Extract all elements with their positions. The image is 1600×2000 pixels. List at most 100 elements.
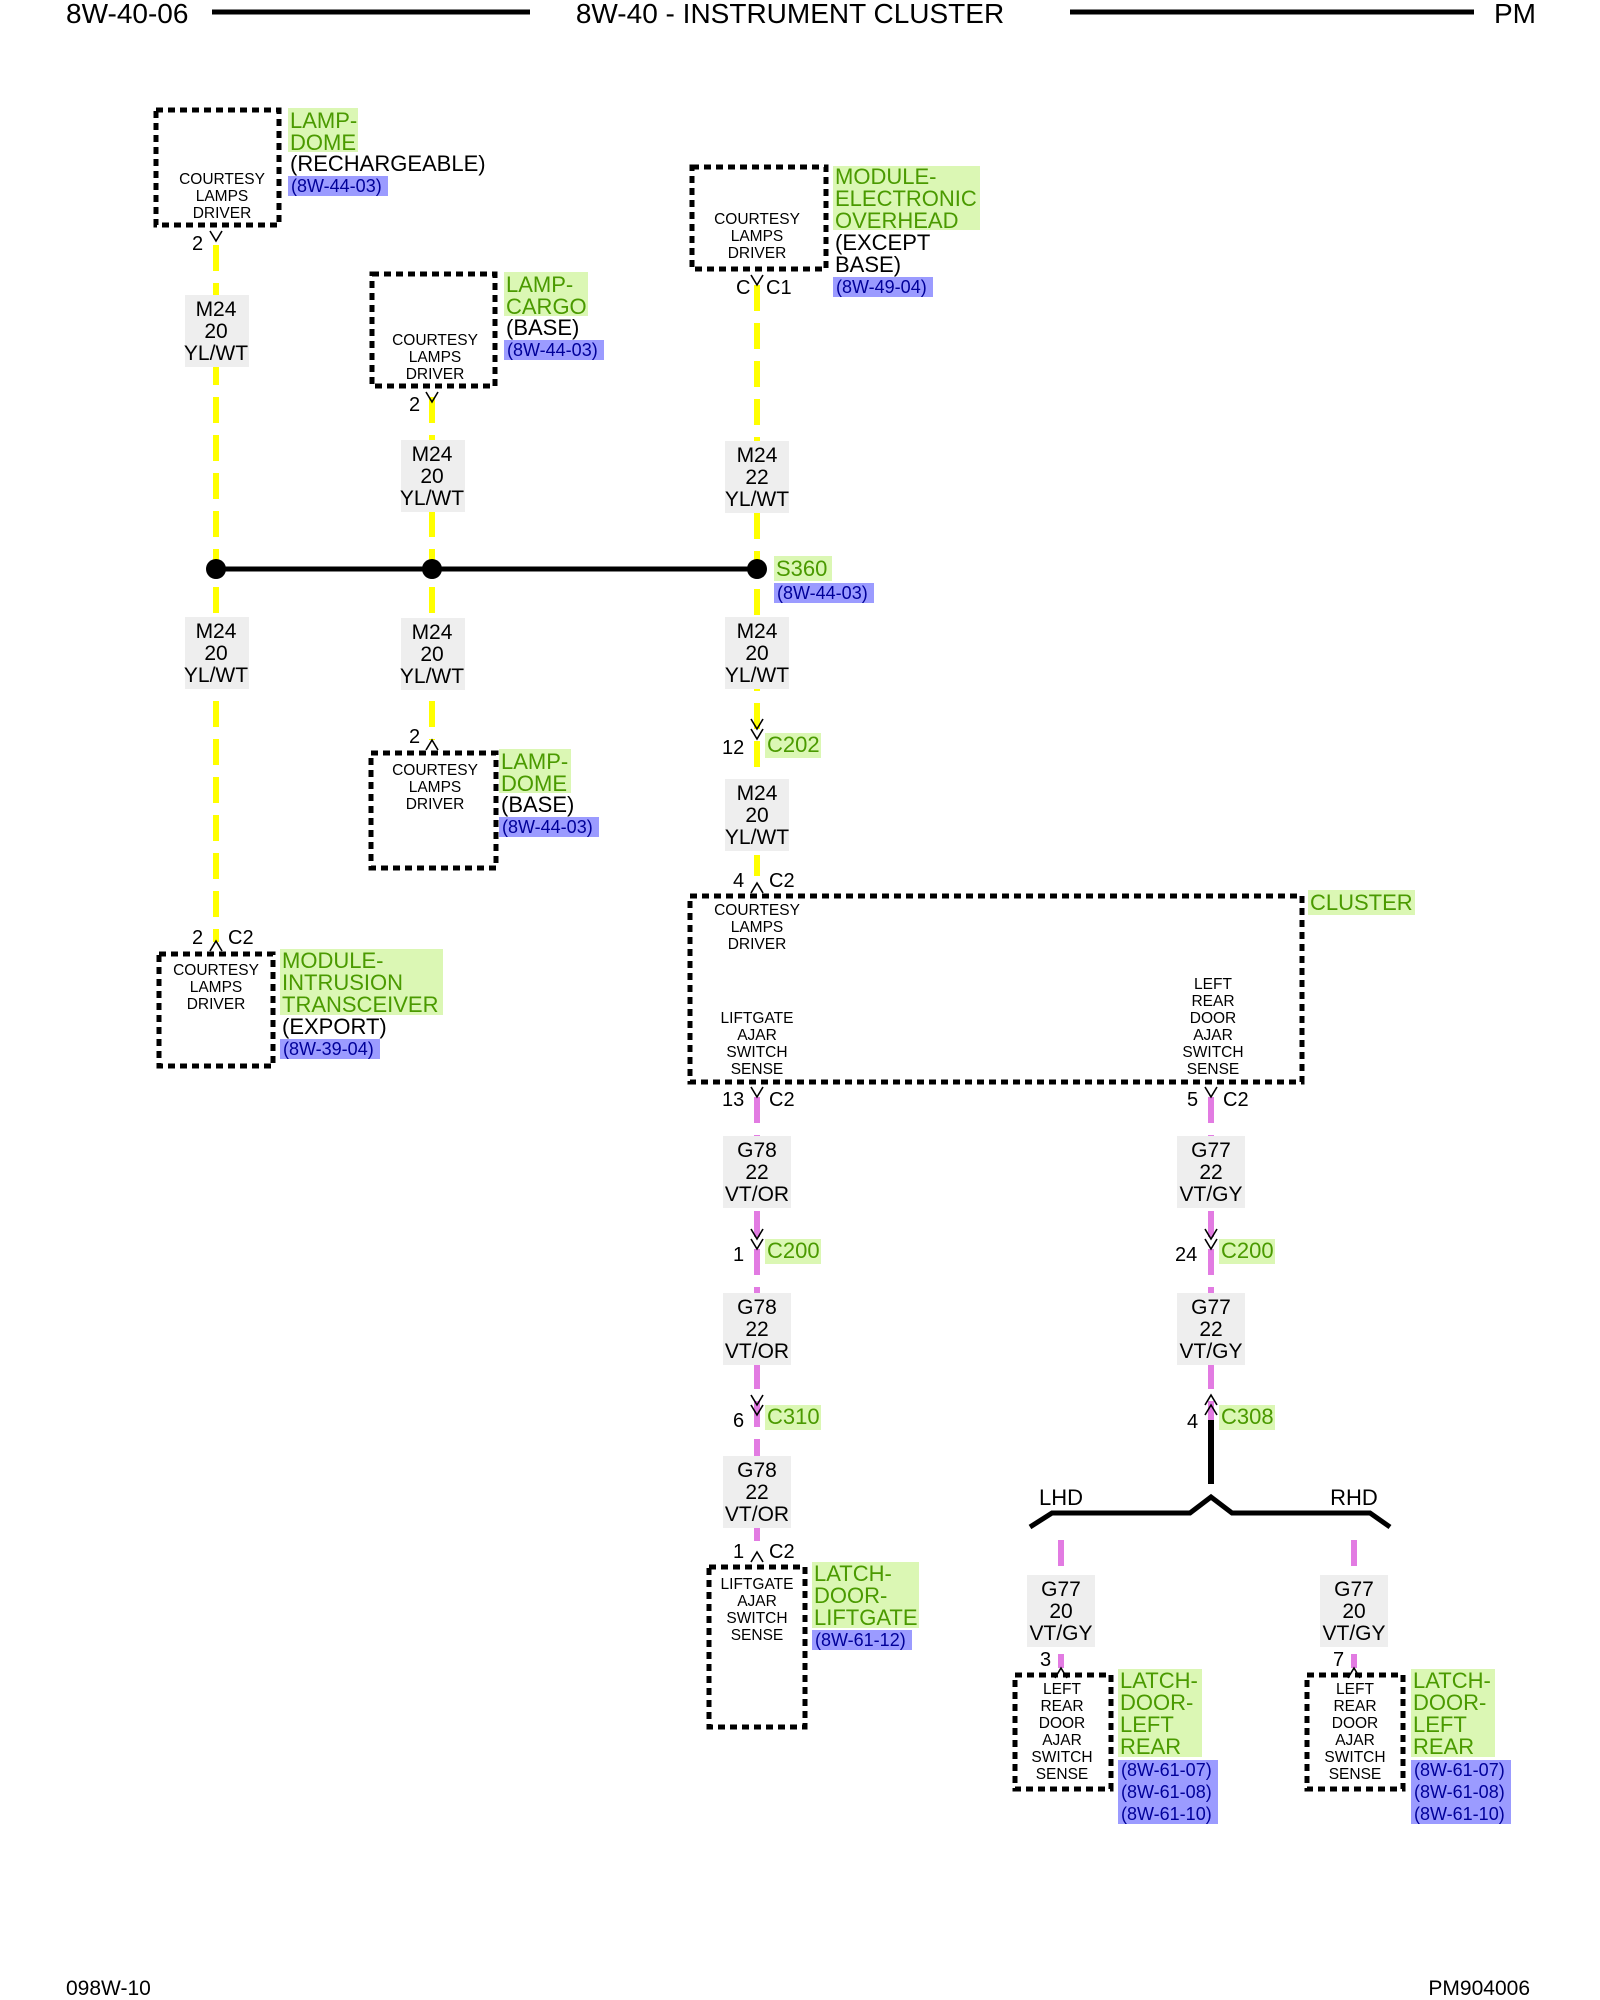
reference-link[interactable]: (8W-44-03): [502, 817, 593, 837]
svg-text:AJAR: AJAR: [737, 1027, 777, 1044]
pin-number: 1: [733, 1541, 744, 1563]
wire-label: G77 20 VT/GY: [1027, 1575, 1095, 1647]
reference-link[interactable]: (8W-44-03): [291, 176, 382, 196]
pin-number: C: [736, 277, 750, 299]
connector-name-bg: [1219, 1405, 1275, 1430]
reference-bg: [812, 1630, 912, 1650]
wire-label: G77 22 VT/GY: [1177, 1136, 1245, 1208]
reference-link[interactable]: (8W-61-08): [1121, 1782, 1212, 1802]
svg-text:SWITCH: SWITCH: [726, 1610, 787, 1627]
wire-label: G78 22 VT/OR: [723, 1293, 791, 1365]
reference-link[interactable]: (8W-61-10): [1414, 1804, 1505, 1824]
component-name: TRANSCEIVER: [282, 992, 438, 1017]
component-latch-door-left-rear-lhd: 3 LEFT REAR DOOR AJAR SWITCH SENSE LATCH…: [1012, 1649, 1218, 1824]
svg-text:YL/WT: YL/WT: [725, 664, 789, 687]
svg-text:DRIVER: DRIVER: [728, 936, 787, 953]
svg-text:COURTESY: COURTESY: [179, 171, 265, 188]
variant-lhd-label: LHD: [1039, 1485, 1083, 1510]
svg-text:LAMPS: LAMPS: [731, 228, 784, 245]
connector-name: C202: [767, 732, 820, 757]
svg-text:LEFT: LEFT: [1336, 1681, 1374, 1698]
component-name: LIFTGATE: [814, 1605, 918, 1630]
component-cluster: 4 C2 COURTESY LAMPS DRIVER LIFTGATE AJAR…: [687, 870, 1415, 1111]
svg-text:YL/WT: YL/WT: [184, 664, 248, 687]
reference-link[interactable]: (8W-39-04): [283, 1039, 374, 1059]
svg-text:M24: M24: [737, 782, 778, 805]
reference-link[interactable]: (8W-61-07): [1121, 1760, 1212, 1780]
wire-label: G78 22 VT/OR: [723, 1456, 791, 1528]
component-note: (EXCEPT: [835, 230, 930, 255]
inline-connector-c200-right: 24 C200: [1175, 1228, 1275, 1266]
wire-label: M24 20 YL/WT: [725, 779, 789, 851]
component-name: LAMP-: [290, 108, 357, 133]
reference-link[interactable]: (8W-44-03): [507, 340, 598, 360]
svg-text:22: 22: [745, 1161, 768, 1184]
component-box: [687, 893, 1305, 1085]
reference-bg: [499, 817, 599, 837]
component-lamp-cargo: COURTESY LAMPS DRIVER 2 LAMP- CARGO (BAS…: [369, 271, 604, 416]
component-module-intrusion-transceiver: 2 C2 COURTESY LAMPS DRIVER MODULE- INTRU…: [156, 927, 443, 1069]
reference-link[interactable]: (8W-61-10): [1121, 1804, 1212, 1824]
lhd-rhd-branch: LHD RHD: [1028, 1420, 1392, 1530]
component-name-bg: [1411, 1669, 1495, 1757]
wire-label: M24 20 YL/WT: [184, 295, 249, 367]
connector-id: C2: [769, 1089, 795, 1111]
component-box: [1304, 1672, 1406, 1792]
svg-text:SENSE: SENSE: [731, 1627, 784, 1644]
svg-text:COURTESY: COURTESY: [714, 211, 800, 228]
svg-text:AJAR: AJAR: [1042, 1732, 1082, 1749]
component-name: REAR: [1120, 1734, 1181, 1759]
page-footer: 098W-10 PM904006: [66, 1977, 1530, 2000]
page-code: 8W-40-06: [66, 0, 188, 29]
wire-label: M24 20 YL/WT: [725, 617, 789, 689]
pin-number: 3: [1040, 1649, 1051, 1671]
pin-number: 24: [1175, 1244, 1197, 1266]
pin-number: 4: [1187, 1411, 1198, 1433]
svg-text:SENSE: SENSE: [1329, 1766, 1382, 1783]
wire-label: M24 20 YL/WT: [400, 618, 465, 690]
svg-text:DRIVER: DRIVER: [728, 245, 787, 262]
svg-text:G77: G77: [1334, 1578, 1374, 1601]
component-name: LAMP-: [506, 272, 573, 297]
component-box: [156, 951, 276, 1069]
connector-male-icon: [209, 939, 223, 952]
component-name: LAMP-: [501, 749, 568, 774]
wire-label: G77 22 VT/GY: [1177, 1293, 1245, 1365]
svg-text:LIFTGATE: LIFTGATE: [721, 1010, 794, 1027]
svg-text:SWITCH: SWITCH: [1031, 1749, 1092, 1766]
reference-link[interactable]: (8W-49-04): [836, 277, 927, 297]
reference-bg: [1411, 1760, 1511, 1824]
component-name: CLUSTER: [1310, 890, 1413, 915]
reference-link[interactable]: (8W-61-08): [1414, 1782, 1505, 1802]
connector-female-icon: [750, 274, 764, 287]
component-module-electronic-overhead: COURTESY LAMPS DRIVER C C1 MODULE- ELECT…: [689, 164, 980, 299]
inline-connector-c202: 12 C202: [722, 718, 821, 759]
pin-number: 7: [1333, 1649, 1344, 1671]
connector-name: C310: [767, 1404, 820, 1429]
svg-text:VT/OR: VT/OR: [725, 1503, 789, 1526]
component-note: (EXPORT): [282, 1014, 387, 1039]
component-box: [706, 1564, 808, 1730]
component-name: LEFT: [1120, 1712, 1174, 1737]
component-lamp-dome-base: 2 COURTESY LAMPS DRIVER LAMP- DOME (BASE…: [368, 726, 599, 871]
reference-link[interactable]: (8W-61-12): [815, 1630, 906, 1650]
inline-connector-c308: 4 C308: [1187, 1393, 1275, 1433]
reference-bg: [280, 1039, 380, 1059]
svg-text:YL/WT: YL/WT: [400, 665, 464, 688]
connector-male-icon: [750, 1550, 764, 1563]
connector-name: C200: [1221, 1238, 1274, 1263]
reference-link[interactable]: (8W-61-07): [1414, 1760, 1505, 1780]
connector-female-icon: [750, 1228, 764, 1241]
component-name: DOOR-: [1120, 1690, 1193, 1715]
svg-text:SENSE: SENSE: [1187, 1061, 1240, 1078]
component-name: MODULE-: [282, 948, 383, 973]
model-code: PM: [1494, 0, 1536, 29]
svg-text:COURTESY: COURTESY: [173, 962, 259, 979]
svg-text:COURTESY: COURTESY: [714, 902, 800, 919]
pin-number: 6: [733, 1410, 744, 1432]
connector-female-icon: [750, 728, 764, 741]
component-name: LATCH-: [814, 1561, 892, 1586]
pin-number: 2: [409, 394, 420, 416]
svg-text:M24: M24: [196, 620, 237, 643]
splice-dot-right: [747, 559, 767, 579]
